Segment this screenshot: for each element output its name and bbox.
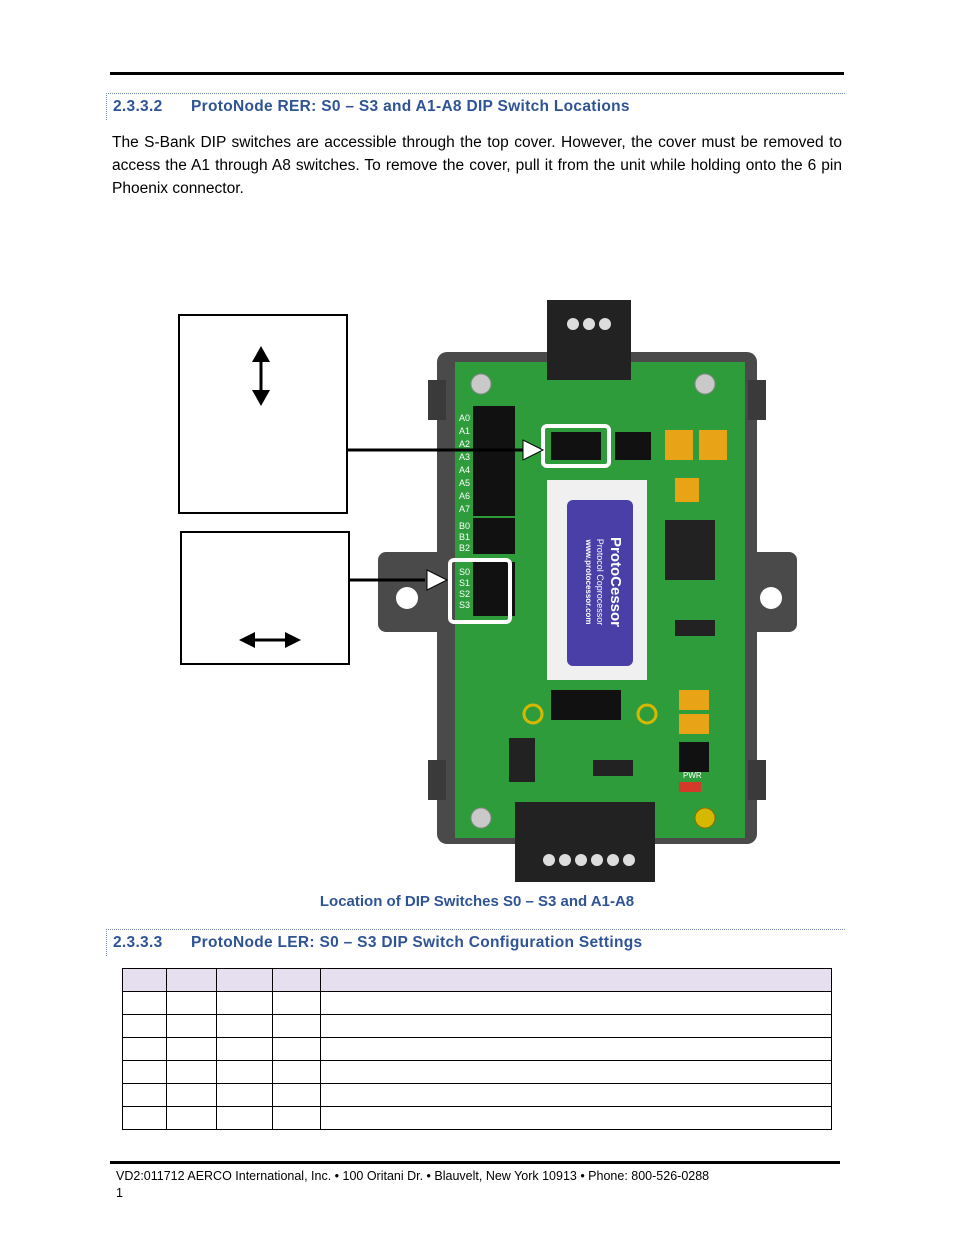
- module-line1-label: Protocol Coprocessor: [595, 539, 605, 626]
- module-brand-label: ProtoCessor: [607, 537, 624, 627]
- table-cell: [216, 1106, 273, 1130]
- table-header-row: [122, 968, 832, 992]
- a-bank-label-7: A7: [459, 504, 470, 514]
- table-cell: [166, 1014, 217, 1038]
- table-header-cell: [122, 968, 167, 992]
- module-line2-label: www.protocessor.com: [584, 538, 593, 624]
- section-title: ProtoNode RER: S0 – S3 and A1-A8 DIP Swi…: [191, 98, 630, 115]
- s-bank-label-3: S3: [459, 600, 470, 610]
- table-header-cell: [272, 968, 321, 992]
- table-cell: [272, 1106, 321, 1130]
- table-cell: [272, 1083, 321, 1107]
- table-row: [122, 1106, 832, 1130]
- table-cell: [272, 1060, 321, 1084]
- dip-switch-settings-table: [122, 968, 832, 1130]
- callout-box-s-bank: [180, 531, 350, 665]
- protonode-board-photo: A0 A1 A2 A3 A4 A5 A6 A7 B0 B1 B2 S0 S1 S…: [178, 300, 797, 882]
- pwr-label: PWR: [683, 771, 702, 780]
- dip-switch-figure: A0 A1 A2 A3 A4 A5 A6 A7 B0 B1 B2 S0 S1 S…: [175, 290, 805, 890]
- table-cell: [216, 1037, 273, 1061]
- table-cell: [122, 1060, 167, 1084]
- s-bank-highlight: [448, 558, 512, 624]
- b-bank-label-1: B1: [459, 532, 470, 542]
- section-number: 2.3.3.2: [113, 98, 163, 115]
- section-heading-2-3-3-2: 2.3.3.2 ProtoNode RER: S0 – S3 and A1-A8…: [106, 93, 845, 120]
- section-heading-2-3-3-3: 2.3.3.3 ProtoNode LER: S0 – S3 DIP Switc…: [106, 929, 845, 956]
- up-arrow-icon: [252, 346, 270, 362]
- s-bank-pointer-icon: [426, 569, 449, 591]
- a-bank-dip-switch: [473, 406, 515, 516]
- a-bank-highlight: [541, 424, 611, 468]
- table-cell: [216, 1060, 273, 1084]
- table-row: [122, 1083, 832, 1107]
- table-cell: [272, 1037, 321, 1061]
- table-cell: [216, 991, 273, 1015]
- table-cell: [166, 991, 217, 1015]
- table-cell: [320, 1014, 832, 1038]
- a-bank-label-6: A6: [459, 491, 470, 501]
- table-cell: [320, 1083, 832, 1107]
- b-bank-label-0: B0: [459, 521, 470, 531]
- s-bank-label-0: S0: [459, 567, 470, 577]
- table-cell: [166, 1106, 217, 1130]
- a-bank-label-3: A3: [459, 452, 470, 462]
- table-cell: [122, 1106, 167, 1130]
- right-arrow-icon: [285, 632, 301, 648]
- footer-text: VD2:011712 AERCO International, Inc. • 1…: [116, 1169, 710, 1183]
- a-bank-pointer-icon: [522, 439, 545, 461]
- table-cell: [122, 1037, 167, 1061]
- b-bank-label-2: B2: [459, 543, 470, 553]
- bottom-phoenix-connector: [515, 802, 655, 882]
- table-cell: [166, 1083, 217, 1107]
- table-row: [122, 1060, 832, 1084]
- a-bank-label-2: A2: [459, 439, 470, 449]
- table-cell: [320, 1037, 832, 1061]
- callout-box-a-bank: [178, 314, 348, 514]
- s-bank-label-1: S1: [459, 578, 470, 588]
- table-row: [122, 991, 832, 1015]
- table-cell: [216, 1014, 273, 1038]
- left-arrow-icon: [239, 632, 255, 648]
- table-cell: [272, 1014, 321, 1038]
- down-arrow-icon: [252, 390, 270, 406]
- section-title: ProtoNode LER: S0 – S3 DIP Switch Config…: [191, 934, 643, 951]
- table-cell: [122, 1083, 167, 1107]
- footer-rule: [110, 1161, 840, 1164]
- table-cell: [166, 1037, 217, 1061]
- figure-caption: Location of DIP Switches S0 – S3 and A1-…: [319, 893, 635, 910]
- section-number: 2.3.3.3: [113, 934, 163, 951]
- table-cell: [320, 1060, 832, 1084]
- s-bank-label-2: S2: [459, 589, 470, 599]
- table-header-cell: [166, 968, 217, 992]
- a-bank-label-1: A1: [459, 426, 470, 436]
- page-number: 1: [116, 1186, 123, 1200]
- table-cell: [272, 991, 321, 1015]
- body-paragraph: The S-Bank DIP switches are accessible t…: [112, 134, 842, 197]
- table-cell: [122, 991, 167, 1015]
- a-bank-label-4: A4: [459, 465, 470, 475]
- b-bank-dip-switch: [473, 518, 515, 554]
- table-row: [122, 1014, 832, 1038]
- table-header-cell: [320, 968, 832, 992]
- header-rule: [110, 72, 844, 75]
- table-cell: [216, 1083, 273, 1107]
- a-bank-label-0: A0: [459, 413, 470, 423]
- table-cell: [122, 1014, 167, 1038]
- table-header-cell: [216, 968, 273, 992]
- top-connector: [547, 300, 631, 380]
- table-cell: [320, 991, 832, 1015]
- table-cell: [166, 1060, 217, 1084]
- table-row: [122, 1037, 832, 1061]
- table-cell: [320, 1106, 832, 1130]
- a-bank-label-5: A5: [459, 478, 470, 488]
- protocessor-module: [567, 500, 633, 666]
